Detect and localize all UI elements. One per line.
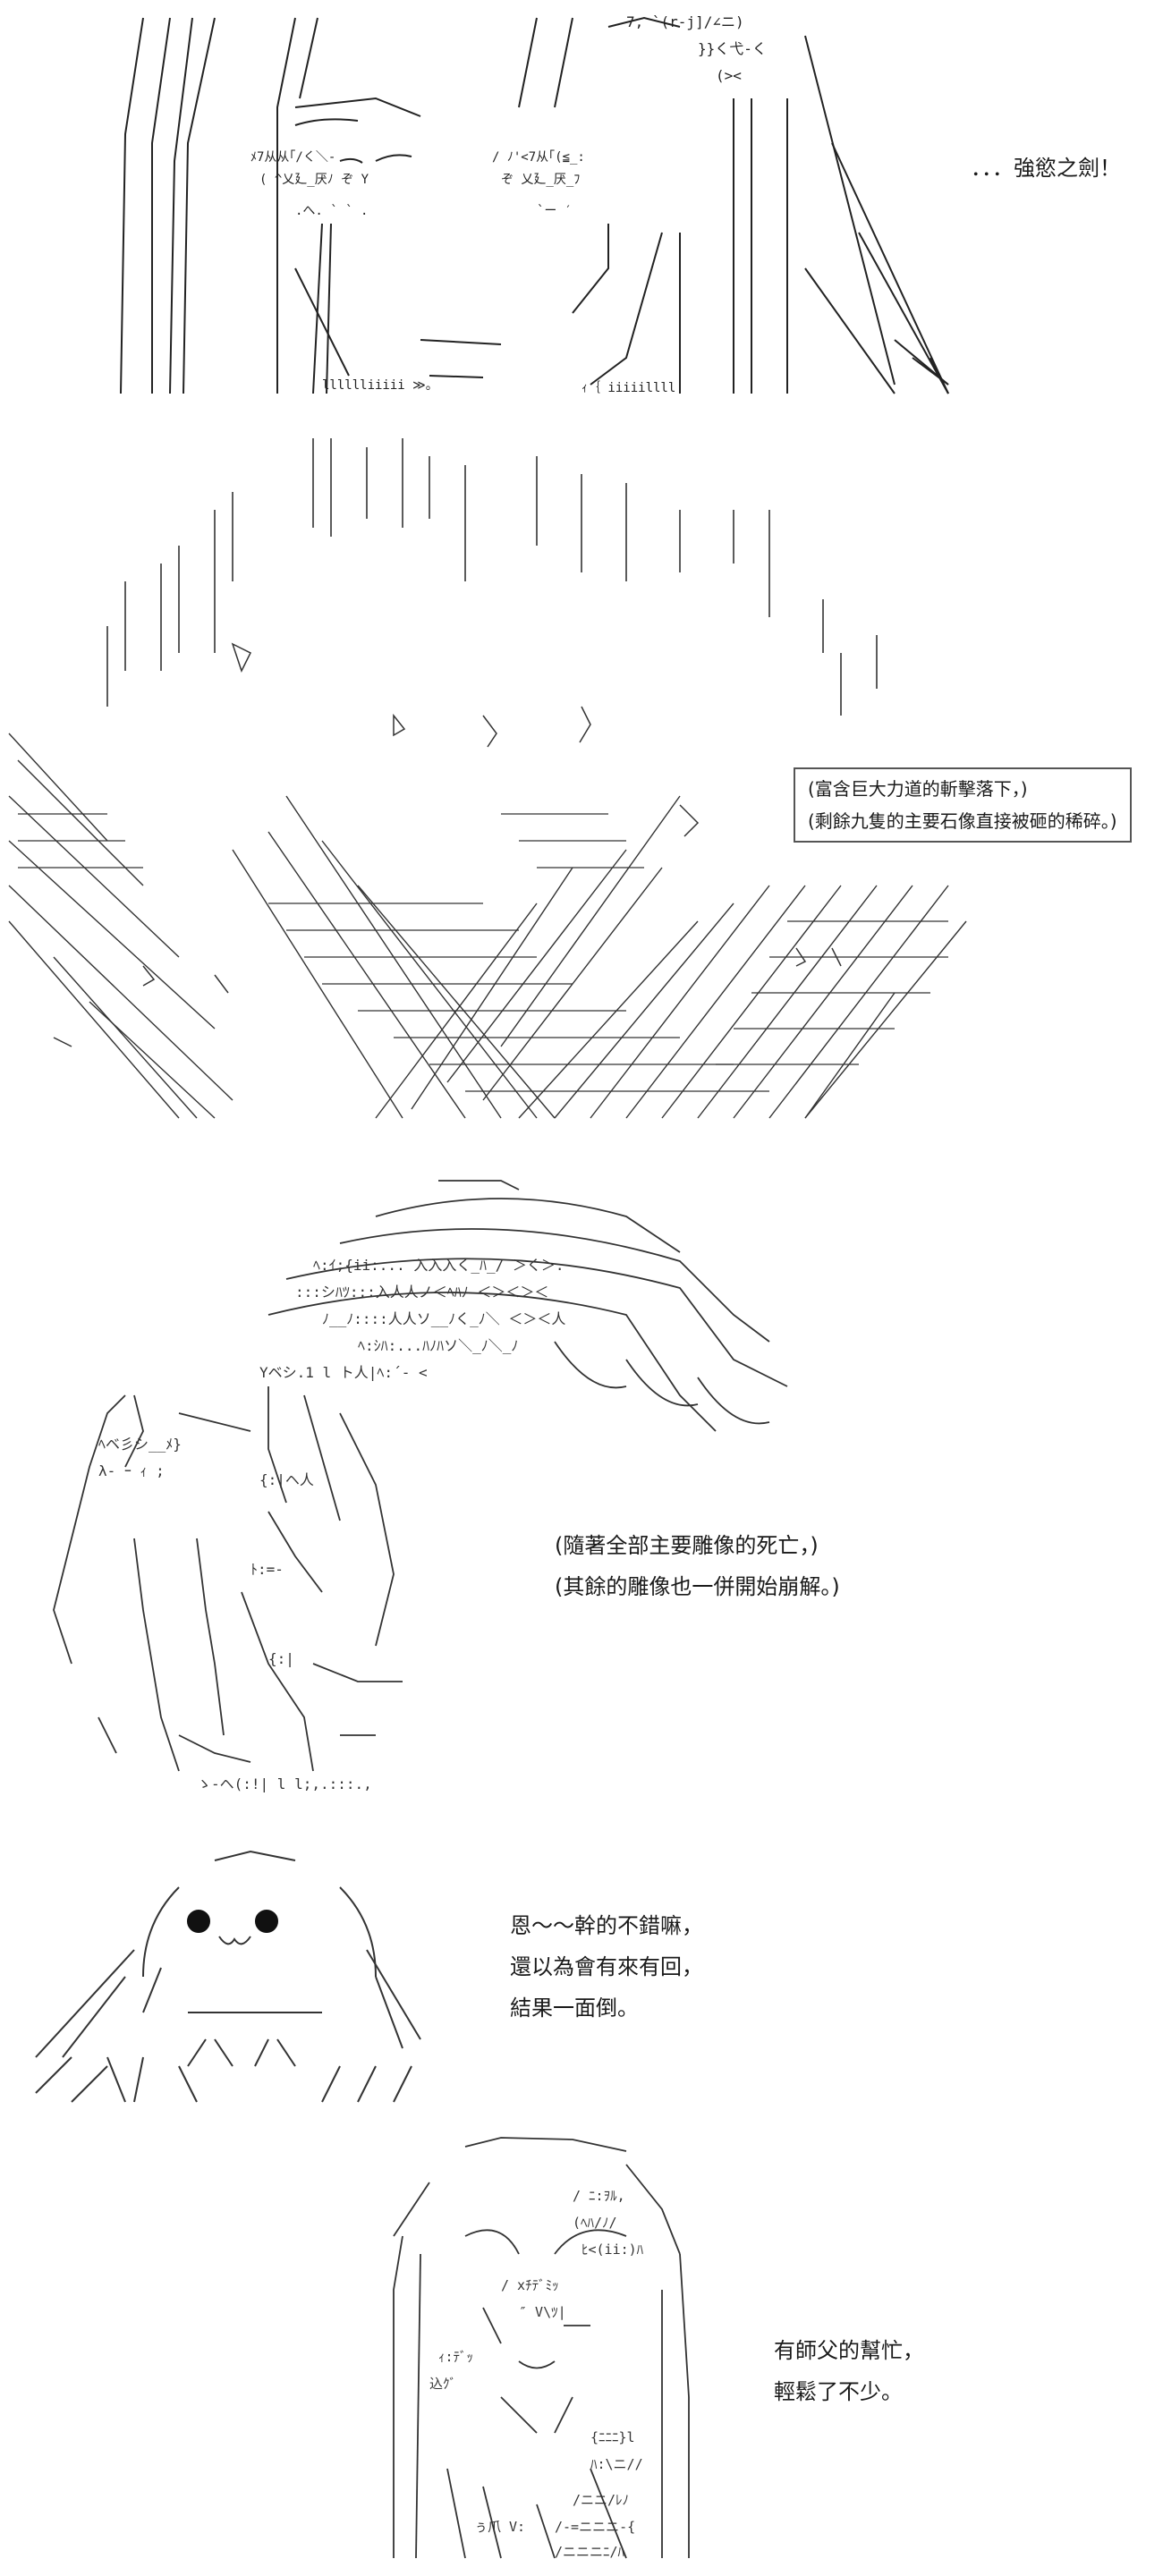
panel-2: (富含巨大力道的斬擊落下，) (剩餘九隻的主要石像直接被砸的稀碎。)	[0, 420, 1163, 1136]
svg-text:ｨ:ﾃﾞｯ: ｨ:ﾃﾞｯ	[438, 2349, 473, 2365]
ascii-art-winged-figure: ﾍ:ｲ;{ii:... 入入入く_ﾊ_/ ＞く＞. :::シﾊﾂ:::入人人ノ＜…	[0, 1163, 1163, 1807]
caption-line: (其餘的雕像也一併開始崩解。)	[555, 1574, 840, 1599]
svg-text:/ ﾉ'<7从｢(≦_:: / ﾉ'<7从｢(≦_:	[492, 150, 585, 165]
ascii-art-hooded-figure: / ﾆ:ｦﾙ, (ﾍﾊ/ﾉ/ ﾋ<(ii:)ﾊ / xﾁﾃﾞﾐｯ ″ V\ﾂ| …	[0, 2129, 1163, 2567]
caption-line: (剩餘九隻的主要石像直接被砸的稀碎。)	[808, 810, 1117, 832]
caption-line: (富含巨大力道的斬擊落下，)	[808, 778, 1028, 800]
caption-line: 輕鬆了不少。	[774, 2379, 903, 2404]
svg-text:.へ. ` ` .: .へ. ` ` .	[295, 204, 368, 218]
svg-text:(ﾍﾊ/ﾉ/: (ﾍﾊ/ﾉ/	[573, 2215, 617, 2231]
svg-text:7, `(r-j]/∠ニ): 7, `(r-j]/∠ニ)	[626, 13, 744, 30]
caption-line: ．．．強慾之劍！	[971, 156, 1121, 181]
svg-text:}}く弋-く: }}く弋-く	[698, 40, 767, 57]
panel-5: / ﾆ:ｦﾙ, (ﾍﾊ/ﾉ/ ﾋ<(ii:)ﾊ / xﾁﾃﾞﾐｯ ″ V\ﾂ| …	[0, 2129, 1163, 2567]
svg-text:ﾍベ彡シ__ﾒ}: ﾍベ彡シ__ﾒ}	[98, 1436, 182, 1453]
svg-text:ゝ-ヘ(:!| l l;,.:::.,: ゝ-ヘ(:!| l l;,.:::.,	[197, 1775, 372, 1792]
svg-text:ぞ 乂廴_厌_ﾌ: ぞ 乂廴_厌_ﾌ	[501, 173, 580, 187]
svg-text:( ^乂廴_厌ﾉ ぞ Y: ( ^乂廴_厌ﾉ ぞ Y	[259, 173, 369, 187]
svg-text:/ xﾁﾃﾞﾐｯ: / xﾁﾃﾞﾐｯ	[501, 2277, 559, 2293]
caption-2-box: (富含巨大力道的斬擊落下，) (剩餘九隻的主要石像直接被砸的稀碎。)	[794, 767, 1132, 843]
caption-line: 恩～～幹的不錯嘛，	[510, 1913, 703, 1938]
panel-1: ﾒ7从从｢/く＼- ( ^乂廴_厌ﾉ ぞ Y .へ. ` ` . lllllli…	[0, 0, 1163, 411]
svg-text:ﾊ:\ニ//: ﾊ:\ニ//	[590, 2456, 643, 2472]
caption-line: (隨著全部主要雕像的死亡，)	[555, 1533, 819, 1558]
svg-text:Yベシ.1 l ト人|ﾍ:´- <: Yベシ.1 l ト人|ﾍ:´- <	[259, 1364, 428, 1381]
svg-text:`ー ′: `ー ′	[537, 204, 572, 218]
svg-text:/-=ニニニ-{: /-=ニニニ-{	[555, 2519, 635, 2535]
ascii-art-two-figures: ﾒ7从从｢/く＼- ( ^乂廴_厌ﾉ ぞ Y .へ. ` ` . lllllli…	[0, 0, 1163, 411]
svg-text:ｨ｛ iiiiillll: ｨ｛ iiiiillll	[582, 381, 675, 395]
caption-1: ．．．強慾之劍！	[971, 148, 1121, 189]
svg-text:ﾍ:ｼﾊ:...ﾊﾉﾊソ＼_ﾉ＼_ﾉ: ﾍ:ｼﾊ:...ﾊﾉﾊソ＼_ﾉ＼_ﾉ	[358, 1337, 518, 1354]
svg-text:/ニニ/ﾚﾉ: /ニニ/ﾚﾉ	[573, 2492, 629, 2508]
svg-text:lllllliiiii ≫。: lllllliiiii ≫。	[322, 378, 438, 393]
svg-text:(><: (><	[716, 67, 742, 84]
caption-line: 還以為會有來有回，	[510, 1954, 703, 1979]
svg-text::::シﾊﾂ:::入人人ノ＜ﾍﾊﾉ ＜＞＜＞＜: :::シﾊﾂ:::入人人ノ＜ﾍﾊﾉ ＜＞＜＞＜	[295, 1284, 548, 1301]
caption-line: 結果一面倒。	[510, 1996, 639, 2021]
svg-text:/ニニニﾆ/ﾊ: /ニニニﾆ/ﾊ	[555, 2544, 625, 2560]
svg-text:ﾄ:=-: ﾄ:=-	[250, 1561, 284, 1578]
svg-text:″ V\ﾂ|: ″ V\ﾂ|	[519, 2304, 566, 2320]
caption-3: (隨著全部主要雕像的死亡，) (其餘的雕像也一併開始崩解。)	[555, 1525, 840, 1607]
svg-text:/ ﾆ:ｦﾙ,: / ﾆ:ｦﾙ,	[573, 2188, 625, 2204]
svg-text:{ﾆﾆﾆ}l: {ﾆﾆﾆ}l	[590, 2429, 635, 2445]
ascii-art-statues-shattered	[0, 420, 1163, 1136]
svg-text:込ｸﾞ: 込ｸﾞ	[429, 2376, 456, 2392]
caption-4: 恩～～幹的不錯嘛， 還以為會有來有回， 結果一面倒。	[510, 1905, 703, 2029]
svg-text:λ- ｰ ｨ ;: λ- ｰ ｨ ;	[98, 1462, 165, 1479]
svg-text:ﾍ:ｲ;{ii:... 入入入く_ﾊ_/ ＞く＞.: ﾍ:ｲ;{ii:... 入入入く_ﾊ_/ ＞く＞.	[313, 1257, 565, 1274]
svg-text:ﾒ7从从｢/く＼-: ﾒ7从从｢/く＼-	[250, 150, 335, 165]
panel-3: ﾍ:ｲ;{ii:... 入入入く_ﾊ_/ ＞く＞. :::シﾊﾂ:::入人人ノ＜…	[0, 1163, 1163, 1807]
caption-5: 有師父的幫忙， 輕鬆了不少。	[774, 2330, 924, 2412]
ascii-art-round-creature	[0, 1834, 1163, 2120]
svg-text:ぅ爪 V:: ぅ爪 V:	[474, 2519, 525, 2535]
svg-text:{:|: {:|	[268, 1650, 294, 1667]
svg-text:ﾋ<(ii:)ﾊ: ﾋ<(ii:)ﾊ	[582, 2241, 644, 2258]
svg-text:ﾉ__ﾉ::::人人ソ__ﾉく_ﾉ＼ ＜＞＜人: ﾉ__ﾉ::::人人ソ__ﾉく_ﾉ＼ ＜＞＜人	[322, 1310, 565, 1327]
svg-text:{:|ヘ人: {:|ヘ人	[259, 1471, 314, 1488]
caption-line: 有師父的幫忙，	[774, 2338, 924, 2363]
panel-4: 恩～～幹的不錯嘛， 還以為會有來有回， 結果一面倒。	[0, 1834, 1163, 2120]
